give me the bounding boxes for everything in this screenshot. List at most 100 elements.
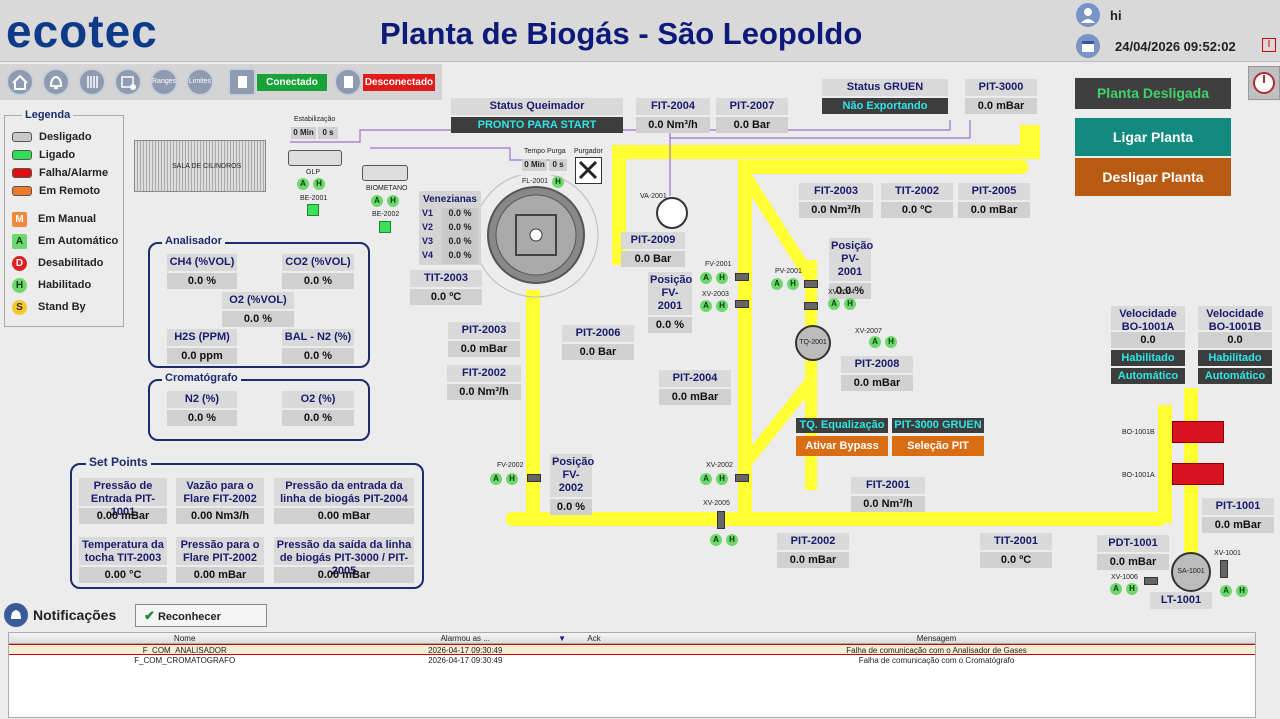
disconnect-button[interactable] xyxy=(334,68,362,96)
legend-swatch xyxy=(12,168,32,178)
check-icon: ✔ xyxy=(144,608,155,623)
row-name: F_COM_ANALISADOR xyxy=(142,646,227,654)
estab-min: 0 Min xyxy=(291,127,316,139)
setpoint-pit2004[interactable]: Pressão da entrada da linha de biogás PI… xyxy=(274,478,414,524)
auto-badge: A xyxy=(297,178,309,190)
trends-button[interactable] xyxy=(78,68,106,96)
notifications-title: Notificações xyxy=(33,607,117,623)
be2001-indicator xyxy=(307,204,319,216)
ligar-planta-button[interactable]: Ligar Planta xyxy=(1075,118,1231,156)
table-row[interactable]: F_COM_CROMATOGRAFO 2026-04-17 09:30:49 F… xyxy=(9,655,1255,666)
habilitado-badge: H xyxy=(726,534,738,546)
col-ack[interactable]: Ack xyxy=(587,634,601,643)
user-avatar-icon[interactable] xyxy=(1076,3,1100,27)
alarms-table-header: Nome Alarmou as ...▼ Ack Mensagem xyxy=(9,633,1255,644)
xv1001-label: XV-1001 xyxy=(1214,550,1241,557)
setpoint-pit3000[interactable]: Pressão da saída da linha de biogás PIT-… xyxy=(274,537,414,583)
xv1006-valve[interactable] xyxy=(1144,577,1158,585)
flag-icon: I xyxy=(1262,38,1276,52)
bo1001a-blower[interactable] xyxy=(1172,463,1224,485)
legend-label: Falha/Alarme xyxy=(39,167,109,179)
calendar-clock-icon xyxy=(121,76,136,90)
xv2005-valve[interactable] xyxy=(717,511,725,529)
col-nome[interactable]: Nome xyxy=(174,634,196,643)
alarms-table: Nome Alarmou as ...▼ Ack Mensagem F_COM_… xyxy=(8,632,1256,718)
xv2004-valve[interactable] xyxy=(804,302,818,310)
o2-card: O2 (%VOL)0.0 % xyxy=(222,292,294,327)
sa1001-vessel[interactable]: SA-1001 xyxy=(1171,552,1211,592)
xv1001-valve[interactable] xyxy=(1220,560,1228,578)
ranges-button[interactable]: Ranges xyxy=(150,68,178,96)
home-button[interactable] xyxy=(6,68,34,96)
tq2001-tank[interactable]: TQ-2001 xyxy=(795,325,831,361)
estabilizacao-label: Estabilização xyxy=(294,116,336,123)
ecotec-logo: ecotec xyxy=(6,5,158,57)
be2002-indicator xyxy=(379,221,391,233)
selecao-pit-button[interactable]: Seleção PIT xyxy=(892,436,984,456)
veneziana-name: V3 xyxy=(422,236,434,246)
reconhecer-alarmes-button[interactable]: ✔ Reconhecer Alarmes xyxy=(135,604,267,644)
habilitado-badge: H xyxy=(844,298,856,310)
veneziana-name: V1 xyxy=(422,208,434,218)
legend-mode-label: Stand By xyxy=(38,301,86,313)
ativar-bypass-button[interactable]: Ativar Bypass xyxy=(796,436,888,456)
tq-equalizacao-label: TQ. Equalização xyxy=(796,418,888,433)
bo1001b-blower[interactable] xyxy=(1172,421,1224,443)
datetime: 24/04/2026 09:52:02 xyxy=(1115,39,1236,54)
fv2002-valve[interactable] xyxy=(527,474,541,482)
legend-item: Ligado xyxy=(12,146,122,164)
auto-badge: A xyxy=(1110,583,1122,595)
legend-mode-label: Em Manual xyxy=(38,213,97,225)
pipe-bottom-horizontal xyxy=(506,512,1166,526)
row-ack xyxy=(570,645,618,654)
connect-button[interactable] xyxy=(228,68,256,96)
legend-item: Em Remoto xyxy=(12,182,122,200)
va2001-valve[interactable] xyxy=(656,197,688,229)
xv2007-label: XV-2007 xyxy=(855,328,882,335)
power-button[interactable] xyxy=(1248,66,1280,100)
h2s-card: H2S (PPM)0.0 ppm xyxy=(167,329,237,364)
fv2001-valve[interactable] xyxy=(735,273,749,281)
setpoints-title: Set Points xyxy=(86,455,151,469)
sala-cilindros xyxy=(134,140,266,192)
limites-button[interactable]: Limites xyxy=(186,68,214,96)
pipe-diagonal xyxy=(740,171,818,464)
pipe-tank-vertical xyxy=(526,290,540,522)
calendar-button[interactable] xyxy=(114,68,142,96)
xv2003-valve[interactable] xyxy=(735,300,749,308)
analisador-panel xyxy=(148,242,370,368)
pipe-top-drop xyxy=(1020,125,1040,159)
table-row[interactable]: F_COM_ANALISADOR 2026-04-17 09:30:49 Fal… xyxy=(9,644,1255,655)
row-ack xyxy=(570,655,618,666)
alarms-button[interactable] xyxy=(42,68,70,96)
xv2002-label: XV-2002 xyxy=(706,462,733,469)
flare-burner xyxy=(473,175,599,298)
desligar-planta-button[interactable]: Desligar Planta xyxy=(1075,158,1231,196)
row-msg: Falha de comunicação com o Analisador de… xyxy=(846,646,1027,654)
legend-label: Desligado xyxy=(39,131,92,143)
habilitado-badge: H xyxy=(787,278,799,290)
habilitado-badge: H xyxy=(387,195,399,207)
xv2002-valve[interactable] xyxy=(735,474,749,482)
legend-badge: S xyxy=(12,299,27,315)
veneziana-value: 0.0 % xyxy=(442,250,478,264)
col-mensagem[interactable]: Mensagem xyxy=(916,634,957,643)
pv2001-valve[interactable] xyxy=(804,280,818,288)
pit3000-gruen-label: PIT-3000 GRUEN xyxy=(892,418,984,433)
col-alarmou[interactable]: Alarmou as ...▼ xyxy=(440,634,567,643)
